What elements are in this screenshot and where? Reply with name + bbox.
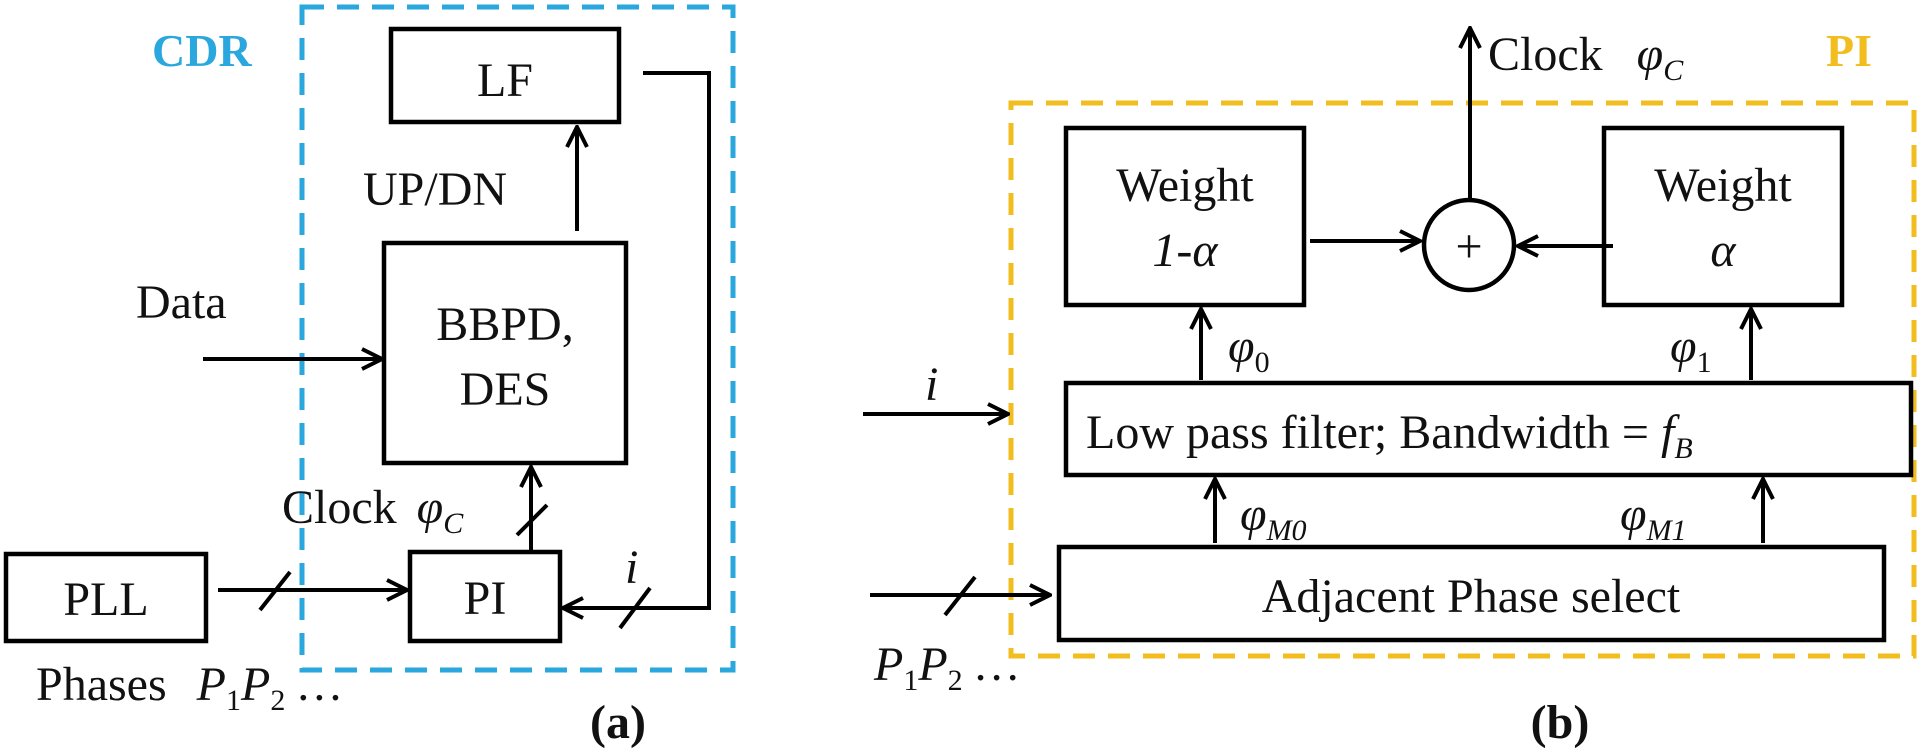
- weight-left-block: [1063, 125, 1307, 308]
- panel-b: PI Clock φC Weight 1-α Weight α + Low pa…: [863, 25, 1917, 749]
- panel-a: CDR LF BBPD, DES PI PLL UP/DN Data Clock…: [3, 4, 736, 749]
- pll-label: PLL: [63, 573, 148, 626]
- lf-label: LF: [477, 54, 533, 107]
- pi-block-a: [407, 549, 563, 644]
- phim0-label: φM0: [1240, 488, 1307, 547]
- summer-symbol: +: [1455, 220, 1482, 273]
- caption-b: (b): [1531, 696, 1590, 749]
- phase-select-block: [1056, 544, 1887, 643]
- clock-bus-slash-a: [515, 503, 549, 537]
- weight-right-value: α: [1710, 224, 1736, 277]
- clock-label-a: Clock φC: [282, 481, 464, 540]
- clock-label-b: Clock φC: [1488, 28, 1684, 87]
- pll-block: [3, 551, 209, 644]
- phases-input-slash: [943, 575, 977, 617]
- lpf-block: [1063, 380, 1914, 478]
- phases-bus-slash: [258, 570, 292, 612]
- cdr-region-label: CDR: [152, 25, 252, 76]
- bbpd-block: [381, 240, 629, 466]
- pi-region-label: PI: [1826, 25, 1872, 76]
- data-label: Data: [136, 276, 227, 329]
- cdr-region-border: [299, 4, 736, 673]
- phim1-label: φM1: [1620, 488, 1687, 547]
- weight-right-title: Weight: [1654, 159, 1792, 212]
- weight-left-value: 1-α: [1152, 224, 1218, 277]
- weight-left-title: Weight: [1116, 159, 1254, 212]
- bbpd-label: BBPD,: [436, 298, 573, 351]
- i-label-b: i: [925, 358, 938, 411]
- updn-label: UP/DN: [363, 163, 507, 216]
- des-label: DES: [460, 363, 551, 416]
- phases-label-b: P1P2…: [873, 638, 1021, 697]
- phi1-label: φ1: [1670, 320, 1712, 379]
- phi0-label: φ0: [1228, 320, 1270, 379]
- lpf-label: Low pass filter; Bandwidth = fB: [1086, 406, 1693, 465]
- phase-select-label: Adjacent Phase select: [1262, 570, 1681, 623]
- caption-a: (a): [590, 696, 646, 749]
- feedback-wire: [564, 71, 711, 610]
- summer-node: [1421, 197, 1517, 293]
- weight-right-block: [1601, 125, 1845, 308]
- lf-block: [388, 26, 622, 125]
- i-bus-slash: [618, 586, 652, 630]
- pi-label-a: PI: [464, 572, 507, 625]
- pi-region-border: [1008, 100, 1917, 659]
- phases-label: Phases P1P2…: [36, 658, 343, 717]
- i-label-a: i: [625, 541, 638, 594]
